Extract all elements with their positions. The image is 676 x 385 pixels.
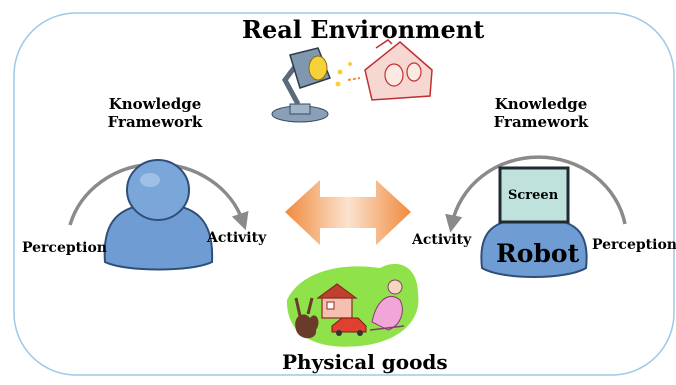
environment-frame	[13, 12, 675, 376]
right-perception-label: Perception	[592, 237, 676, 253]
person-icon	[103, 159, 214, 271]
exchange-arrow-icon	[285, 180, 411, 245]
left-framework-line1: Knowledge	[108, 95, 202, 113]
page-title: Real Environment	[242, 15, 485, 44]
right-framework-line2: Framework	[493, 113, 589, 131]
left-knowledge-framework-label: Knowledge Framework	[100, 95, 210, 131]
robot-screen-label: Screen	[508, 188, 559, 203]
left-framework-line2: Framework	[107, 113, 203, 131]
left-perception-label: Perception	[22, 240, 107, 256]
robot-label: Robot	[496, 239, 580, 268]
physical-goods-label: Physical goods	[282, 350, 448, 374]
right-framework-line1: Knowledge	[494, 95, 588, 113]
toys-icon	[286, 263, 419, 347]
right-knowledge-arc	[445, 155, 627, 233]
left-activity-label: Activity	[207, 230, 267, 246]
right-activity-label: Activity	[412, 232, 472, 248]
robot-screen	[498, 166, 570, 224]
robot-icon	[480, 166, 588, 278]
right-knowledge-framework-label: Knowledge Framework	[486, 95, 596, 131]
lamp-computer-icon	[271, 39, 433, 123]
